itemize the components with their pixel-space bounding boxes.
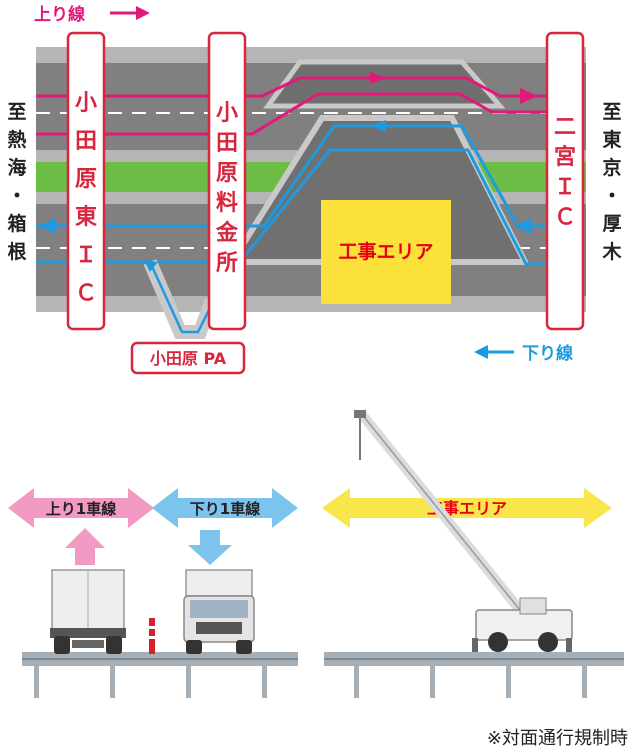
- to-east-char: 厚: [602, 213, 621, 235]
- down-line-label: 下り線: [522, 343, 573, 364]
- odawara-tollgate-char: 小: [216, 101, 238, 126]
- up-lane-flow-arrow: [65, 528, 105, 565]
- up-line-label: 上り線: [34, 4, 85, 25]
- to-east-char: 東: [602, 128, 621, 151]
- pa-ramp-route: [148, 261, 216, 334]
- to-west-char: 至: [7, 101, 26, 123]
- sign-odawara-tollgate: [207, 31, 247, 331]
- to-west-char: 根: [7, 240, 26, 263]
- sign-odawara-higashi-ic: [66, 31, 106, 331]
- odawara-higashi-ic-char: 田: [75, 129, 97, 154]
- construction-area-label: 工事エリア: [338, 240, 433, 263]
- sign-odawara-pa-label: 小田原 PA: [150, 349, 227, 368]
- to-east-char: 京: [602, 156, 621, 179]
- to-west-char: 熱: [7, 128, 26, 151]
- construction-area-box: [321, 200, 451, 304]
- ninomiya-ic-char: Ｉ: [554, 175, 576, 200]
- to-east-char: ・: [602, 185, 621, 207]
- up-route-arrow-east: [520, 88, 538, 104]
- to-east-char: 至: [602, 101, 621, 123]
- cross-section: 上り1車線 下り1車線 工事エリア: [8, 408, 624, 698]
- up-route-arrow-mid: [370, 72, 386, 84]
- odawara-higashi-ic-char: Ｉ: [75, 243, 97, 268]
- crane-truck: [354, 408, 573, 652]
- truck-rear-view: [50, 569, 126, 654]
- road-shoulder-top: [36, 47, 586, 63]
- odawara-tollgate-char: 田: [216, 131, 238, 156]
- to-atami-hakone-label: 至熱海・箱根: [7, 101, 26, 263]
- down-route-arrow-mid: [370, 120, 386, 132]
- down-route-arrow-west: [38, 218, 56, 234]
- down-line-arrow: [474, 345, 514, 359]
- ninomiya-ic-char: 宮: [554, 144, 576, 170]
- odawara-higashi-ic-char: 原: [75, 167, 97, 192]
- odawara-higashi-ic-char: 東: [75, 205, 97, 230]
- down-lane-label: 下り1車線: [190, 500, 260, 518]
- road-shoulder-bottom: [36, 296, 586, 312]
- truck-front-view: [183, 569, 255, 654]
- sign-odawara-pa: [130, 341, 246, 375]
- to-tokyo-atsugi-label: 至東京・厚木: [601, 101, 622, 263]
- up-lane-label: 上り1車線: [46, 500, 116, 518]
- viaduct-piers: [34, 666, 587, 698]
- down-lane-arrow: [152, 488, 298, 528]
- odawara-tollgate-char: 料: [216, 191, 238, 216]
- up-line-arrow: [110, 6, 150, 20]
- down-lane-flow-arrow: [188, 530, 232, 565]
- construction-area-arrow: [322, 488, 612, 528]
- down-route-line-2: [36, 148, 548, 266]
- to-west-char: 箱: [7, 212, 26, 235]
- sign-ninomiya-ic: [545, 31, 585, 331]
- ninomiya-ic-char: 二: [554, 115, 576, 140]
- odawara-tollgate-char: 金: [215, 220, 239, 246]
- up-lane-arrow: [8, 488, 154, 528]
- ninomiya-ic-char: Ｃ: [554, 205, 576, 230]
- down-route-arrow-east: [514, 218, 532, 234]
- pa-ramp-arrow: [144, 260, 158, 272]
- odawara-higashi-ic-char: 小: [75, 91, 97, 116]
- odawara-tollgate-char: 所: [216, 251, 238, 276]
- odawara-higashi-ic-char: Ｃ: [75, 281, 97, 306]
- to-west-char: 海: [7, 156, 26, 179]
- to-west-char: ・: [7, 185, 26, 207]
- to-east-char: 木: [601, 240, 622, 263]
- odawara-tollgate-char: 原: [216, 161, 238, 186]
- bypass-upper: [263, 59, 506, 109]
- footnote: ※対面通行規制時: [487, 728, 628, 749]
